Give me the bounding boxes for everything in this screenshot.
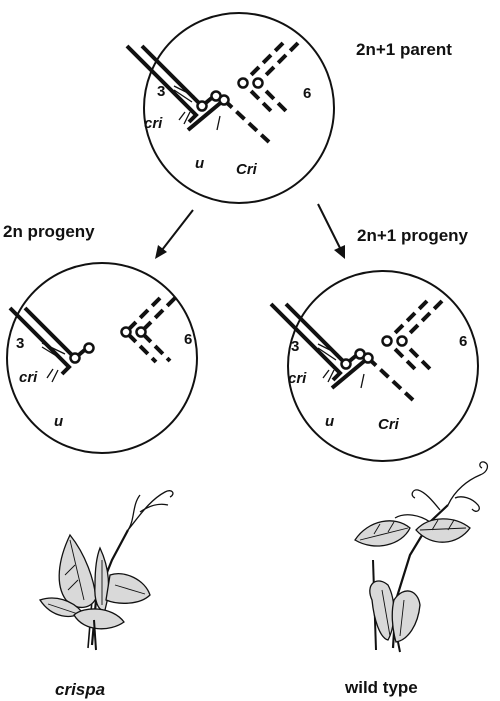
title-parent: 2n+1 parent (356, 40, 452, 59)
title-2n1-progeny: 2n+1 progeny (357, 226, 469, 245)
arrow-to-2n (155, 209, 194, 259)
gene-Cri-label: Cri (236, 161, 258, 178)
caption-wild-type: wild type (344, 678, 418, 697)
cell-2n1-progeny: 3 6 cri u Cri (269, 270, 479, 462)
gene-u-label: u (325, 413, 334, 430)
arrow-to-2n1 (317, 203, 345, 259)
chromosome-3-label: 3 (291, 338, 299, 355)
caption-crispa: crispa (55, 680, 105, 699)
title-2n-progeny: 2n progeny (3, 222, 95, 241)
gene-cri-label: cri (144, 115, 163, 132)
cell-parent: 3 6 cri u Cri (125, 12, 335, 204)
gene-cri-label: cri (19, 369, 38, 386)
cell-2n-progeny: 3 6 cri u (6, 262, 198, 454)
wild-type-plant-illustration (354, 461, 489, 653)
chromosome-3-label: 3 (157, 83, 165, 100)
chromosome-6-label: 6 (184, 331, 192, 348)
gene-Cri-label: Cri (378, 416, 400, 433)
chromosome-6-label: 6 (459, 333, 467, 350)
chromosome-6-label: 6 (303, 85, 311, 102)
gene-u-label: u (54, 413, 63, 430)
crispa-plant-illustration (38, 490, 174, 651)
gene-cri-label: cri (288, 370, 307, 387)
chromosome-3-label: 3 (16, 335, 24, 352)
gene-u-label: u (195, 155, 204, 172)
